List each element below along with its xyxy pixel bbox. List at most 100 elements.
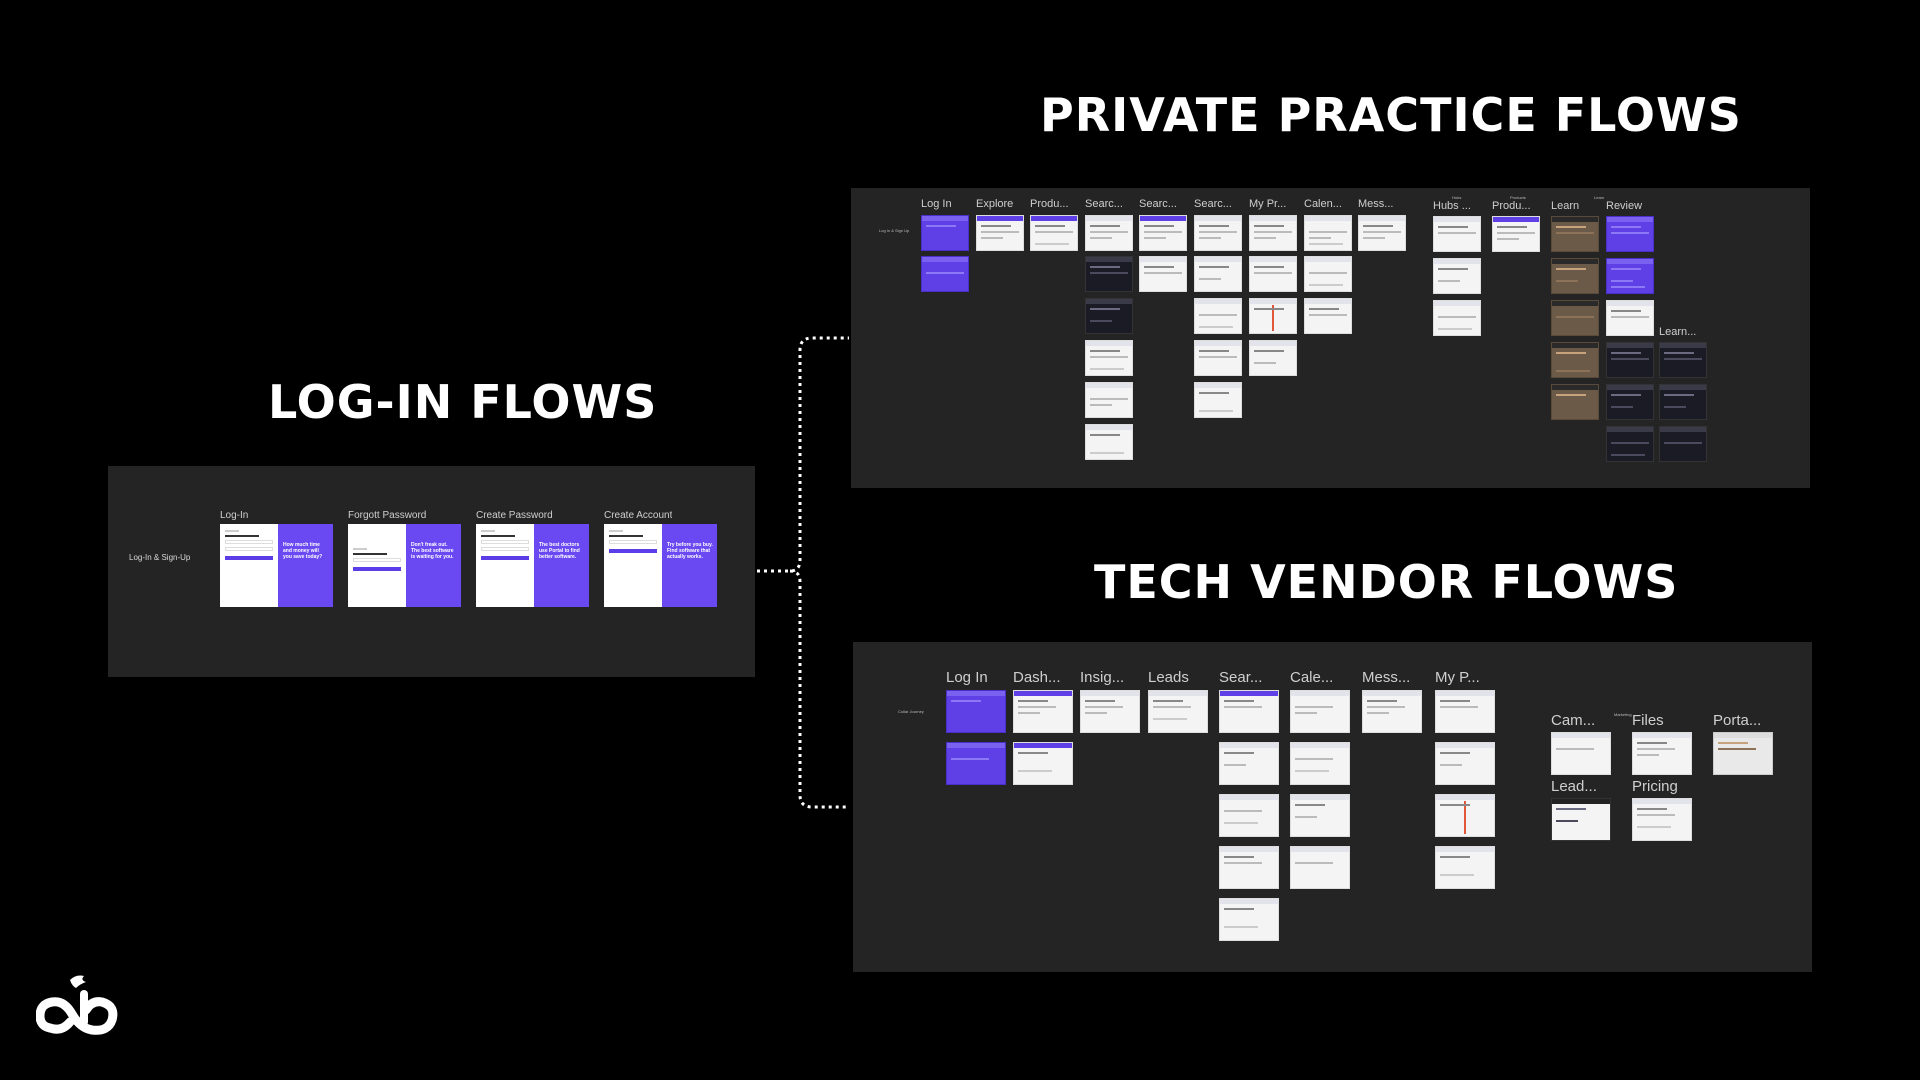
column-label: My P... [1435, 669, 1480, 686]
screen-thumbnail[interactable] [976, 215, 1024, 251]
screen-thumbnail[interactable] [1219, 898, 1279, 941]
screen-thumbnail[interactable] [1606, 300, 1654, 336]
screen-thumbnail[interactable] [1606, 384, 1654, 420]
screen-thumbnail[interactable] [1304, 256, 1352, 292]
screen-thumbnail[interactable] [1194, 340, 1242, 376]
screen-thumbnail[interactable] [1492, 216, 1540, 252]
screen-thumbnail[interactable] [1304, 298, 1352, 334]
screen-thumbnail[interactable] [1085, 298, 1133, 334]
screen-thumbnail[interactable] [1139, 256, 1187, 292]
private-practice-board: Log In & Sign Up Log In Explore Produ...… [851, 188, 1810, 488]
screen-thumbnail[interactable] [1659, 384, 1707, 420]
screen-thumbnail[interactable] [1219, 846, 1279, 889]
screen-thumbnail[interactable] [1659, 426, 1707, 462]
create-password-frame[interactable]: The best doctors use Portal to find bett… [476, 524, 589, 607]
column-label: My Pr... [1249, 198, 1287, 210]
board-section-label: Collar Journey [898, 709, 924, 714]
screen-thumbnail[interactable] [1551, 732, 1611, 775]
screen-thumbnail[interactable] [1030, 215, 1078, 251]
screen-thumbnail[interactable] [1606, 216, 1654, 252]
screen-thumbnail[interactable] [1290, 846, 1350, 889]
screen-thumbnail[interactable] [1362, 690, 1422, 733]
screen-thumbnail[interactable] [1551, 384, 1599, 420]
submit-button [609, 549, 657, 553]
forgot-password-frame[interactable]: Don't freak out. The best software is wa… [348, 524, 461, 607]
screen-thumbnail[interactable] [946, 690, 1006, 733]
column-label: Log In [946, 669, 988, 686]
frame-title-forgot-password: Forgott Password [348, 510, 427, 521]
screen-thumbnail[interactable] [1013, 690, 1073, 733]
screen-thumbnail[interactable] [1194, 382, 1242, 418]
screen-thumbnail[interactable] [1290, 794, 1350, 837]
screen-thumbnail[interactable] [1606, 342, 1654, 378]
screen-thumbnail[interactable] [1659, 342, 1707, 378]
screen-thumbnail[interactable] [1085, 382, 1133, 418]
screen-thumbnail[interactable] [1551, 258, 1599, 294]
screen-thumbnail[interactable] [1219, 742, 1279, 785]
column-label: Produ... [1492, 200, 1531, 212]
form-title [225, 535, 259, 537]
screen-thumbnail[interactable] [1219, 794, 1279, 837]
screen-thumbnail[interactable] [1290, 742, 1350, 785]
screen-thumbnail[interactable] [1085, 340, 1133, 376]
submit-button [225, 556, 273, 560]
group-header: Marketing [1614, 712, 1632, 717]
screen-thumbnail[interactable] [946, 742, 1006, 785]
screen-thumbnail[interactable] [1080, 690, 1140, 733]
board-section-label: Log In & Sign Up [879, 228, 910, 233]
screen-thumbnail[interactable] [1551, 300, 1599, 336]
screen-thumbnail[interactable] [1249, 256, 1297, 292]
screen-thumbnail[interactable] [1435, 846, 1495, 889]
screen-thumbnail[interactable] [1139, 215, 1187, 251]
screen-thumbnail[interactable] [1249, 298, 1297, 334]
column-label: Produ... [1030, 198, 1069, 210]
screen-thumbnail[interactable] [1085, 424, 1133, 460]
screen-thumbnail[interactable] [1304, 215, 1352, 251]
screen-thumbnail[interactable] [1433, 258, 1481, 294]
column-label: Searc... [1139, 198, 1177, 210]
screen-thumbnail[interactable] [1249, 215, 1297, 251]
column-label: Hubs ... [1433, 200, 1471, 212]
column-label: Searc... [1085, 198, 1123, 210]
screen-thumbnail[interactable] [1085, 215, 1133, 251]
screen-thumbnail[interactable] [1713, 732, 1773, 775]
screen-thumbnail[interactable] [1433, 216, 1481, 252]
screen-thumbnail[interactable] [1606, 258, 1654, 294]
screen-thumbnail[interactable] [1551, 342, 1599, 378]
screen-thumbnail[interactable] [1194, 215, 1242, 251]
column-label: Insig... [1080, 669, 1125, 686]
screen-thumbnail[interactable] [921, 256, 969, 292]
column-label: Dash... [1013, 669, 1061, 686]
column-label: Mess... [1358, 198, 1394, 210]
screen-thumbnail[interactable] [1219, 690, 1279, 733]
login-frame[interactable]: How much time and money will you save to… [220, 524, 333, 607]
screen-thumbnail[interactable] [921, 215, 969, 251]
screen-thumbnail[interactable] [1290, 690, 1350, 733]
screen-thumbnail[interactable] [1435, 690, 1495, 733]
screen-thumbnail[interactable] [1435, 794, 1495, 837]
column-label: Mess... [1362, 669, 1411, 686]
screen-thumbnail[interactable] [1194, 298, 1242, 334]
screen-thumbnail[interactable] [1148, 690, 1208, 733]
screen-thumbnail[interactable] [1435, 742, 1495, 785]
screen-thumbnail[interactable] [1085, 256, 1133, 292]
column-label: Log In [921, 198, 952, 210]
group-header: Products [1510, 195, 1526, 200]
frame-title-login: Log-In [220, 510, 249, 521]
column-label: Leads [1148, 669, 1189, 686]
screen-thumbnail[interactable] [1194, 256, 1242, 292]
screen-thumbnail[interactable] [1249, 340, 1297, 376]
screen-thumbnail[interactable] [1433, 300, 1481, 336]
column-label: Pricing [1632, 778, 1678, 795]
promo-panel-text: How much time and money will you save to… [278, 524, 333, 607]
screen-thumbnail[interactable] [1606, 426, 1654, 462]
screen-thumbnail[interactable] [1632, 798, 1692, 841]
screen-thumbnail[interactable] [1551, 798, 1611, 841]
screen-thumbnail[interactable] [1632, 732, 1692, 775]
screen-thumbnail[interactable] [1551, 216, 1599, 252]
screen-thumbnail[interactable] [1358, 215, 1406, 251]
dragon-infinity-logo-icon [36, 975, 118, 1035]
create-account-frame[interactable]: Try before you buy. Find software that a… [604, 524, 717, 607]
screen-thumbnail[interactable] [1013, 742, 1073, 785]
